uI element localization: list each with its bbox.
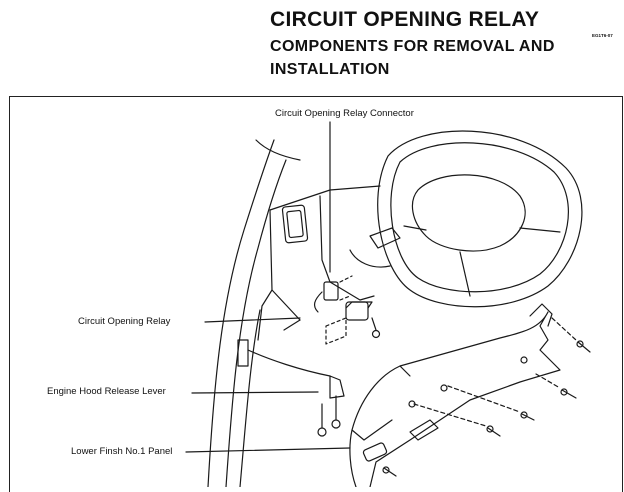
- steering-wheel-drawing: [350, 131, 582, 307]
- relay-drawing: [205, 302, 380, 344]
- page-subtitle: COMPONENTS FOR REMOVAL AND INSTALLATION: [270, 38, 555, 78]
- hood-lever-leader-line: [192, 392, 318, 393]
- document-code: EG1T6-07: [592, 33, 613, 38]
- illustration-frame: [9, 96, 623, 492]
- panel-leader-line: [186, 448, 350, 452]
- connector-callout: Circuit Opening Relay Connector: [275, 108, 414, 119]
- relay-callout: Circuit Opening Relay: [78, 316, 171, 327]
- a-pillar-drawing: [208, 140, 300, 487]
- relay-leader-line: [205, 318, 300, 322]
- panel-callout: Lower Finsh No.1 Panel: [71, 446, 173, 457]
- dashboard-drawing: [258, 186, 380, 340]
- screws-drawing: [383, 318, 590, 476]
- hood-lever-drawing: [192, 340, 344, 436]
- hood-lever-callout: Engine Hood Release Lever: [47, 386, 166, 397]
- page-title: CIRCUIT OPENING RELAY: [270, 8, 540, 31]
- relay-connector-drawing: [315, 122, 352, 312]
